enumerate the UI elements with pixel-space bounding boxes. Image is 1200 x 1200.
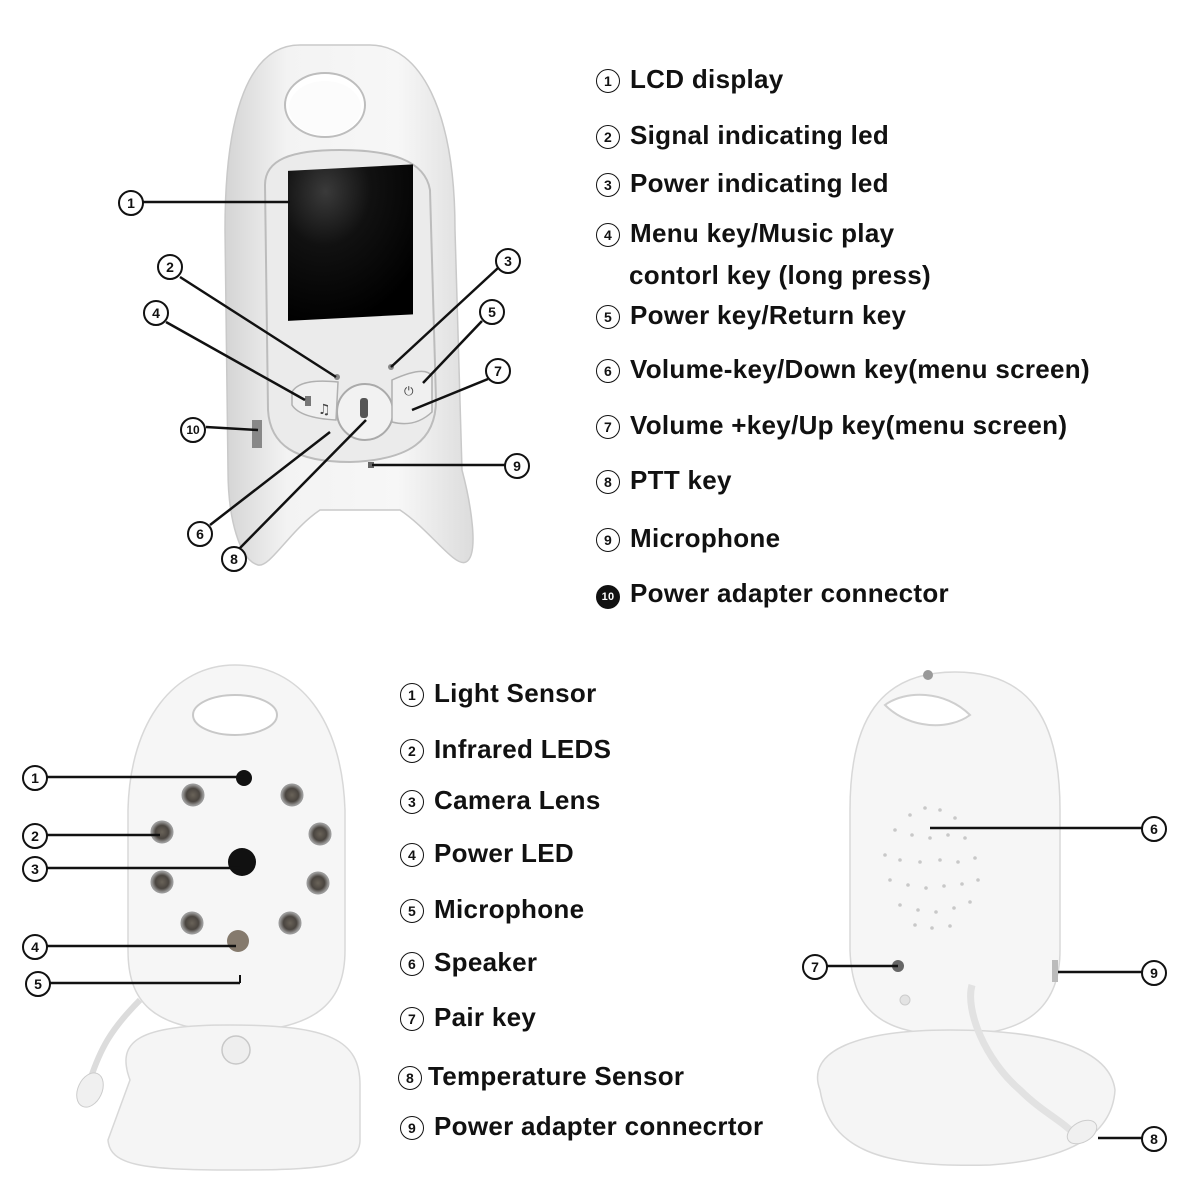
callout-parent-5: 5 [479,299,505,325]
legend-item: 4 Power LED [400,838,574,869]
legend-label: Pair key [434,1002,537,1032]
legend-label: Power key/Return key [630,300,907,330]
callout-camera-4: 4 [22,934,48,960]
legend-number: 8 [596,470,620,494]
legend-item: 7 Volume +key/Up key(menu screen) [596,410,1067,441]
callout-camera-7: 7 [802,954,828,980]
callout-parent-1: 1 [118,190,144,216]
legend-number: 4 [400,843,424,867]
legend-label: Power LED [434,838,574,868]
legend-number: 2 [400,739,424,763]
callout-parent-6: 6 [187,521,213,547]
legend-item: 2 Signal indicating led [596,120,889,151]
legend-item: 6 Volume-key/Down key(menu screen) [596,354,1090,385]
legend-number: 7 [596,415,620,439]
legend-number: 3 [596,173,620,197]
callout-camera-5: 5 [25,971,51,997]
legend-item: 3 Camera Lens [400,785,601,816]
legend-item: 4 Menu key/Music play [596,218,894,249]
legend-number: 4 [596,223,620,247]
legend-item: 1 Light Sensor [400,678,597,709]
legend-number: 2 [596,125,620,149]
legend-item: 10 Power adapter connector [596,578,949,609]
legend-item: 6 Speaker [400,947,537,978]
legend-label: Signal indicating led [630,120,890,150]
camera-unit-front [76,664,361,1171]
legend-label: LCD display [630,64,784,94]
legend-label: Volume-key/Down key(menu screen) [630,354,1090,384]
callout-camera-9: 9 [1141,960,1167,986]
legend-label: Infrared LEDS [434,734,612,764]
legend-item: 5 Microphone [400,894,584,925]
legend-label: Menu key/Music play [630,218,895,248]
legend-number: 5 [596,305,620,329]
legend-number: 9 [596,528,620,552]
callout-parent-8: 8 [221,546,247,572]
callout-parent-2: 2 [157,254,183,280]
callout-camera-3: 3 [22,856,48,882]
legend-item-continuation: contorl key (long press) [629,260,931,291]
legend-label: Camera Lens [434,785,601,815]
callout-parent-9: 9 [504,453,530,479]
legend-label: Power adapter connector [630,578,949,608]
legend-label: Volume +key/Up key(menu screen) [630,410,1068,440]
legend-number: 6 [400,952,424,976]
legend-label: Light Sensor [434,678,597,708]
callout-camera-2: 2 [22,823,48,849]
legend-label: Microphone [434,894,585,924]
legend-number: 8 [398,1066,422,1090]
svg-text:♫: ♫ [318,402,331,418]
parent-unit: ♫ ⏻ [224,44,474,566]
legend-number: 10 [596,585,620,609]
legend-number: 1 [596,69,620,93]
leader-lines [47,200,1142,1140]
callout-parent-7: 7 [485,358,511,384]
callout-parent-10: 10 [180,417,206,443]
legend-item: 3 Power indicating led [596,168,889,199]
legend-item: 7 Pair key [400,1002,536,1033]
legend-label: Microphone [630,523,781,553]
legend-item: 9 Microphone [596,523,780,554]
legend-number: 6 [596,359,620,383]
legend-number: 5 [400,899,424,923]
legend-item: 5 Power key/Return key [596,300,906,331]
legend-number: 7 [400,1007,424,1031]
callout-camera-8: 8 [1141,1126,1167,1152]
svg-text:⏻: ⏻ [404,384,414,398]
callout-camera-1: 1 [22,765,48,791]
callout-parent-3: 3 [495,248,521,274]
legend-item: 1 LCD display [596,64,784,95]
legend-label: contorl key (long press) [629,260,931,290]
callout-camera-6: 6 [1141,816,1167,842]
legend-number: 3 [400,790,424,814]
legend-number: 9 [400,1116,424,1140]
legend-label: Power indicating led [630,168,889,198]
legend-item: 2 Infrared LEDS [400,734,611,765]
legend-item: 9 Power adapter connecrtor [400,1111,763,1142]
legend-item: 8 PTT key [596,465,732,496]
legend-label: Speaker [434,947,538,977]
legend-label: Temperature Sensor [428,1061,685,1091]
callout-parent-4: 4 [143,300,169,326]
camera-unit-back [817,670,1116,1167]
legend-label: PTT key [630,465,732,495]
legend-label: Power adapter connecrtor [434,1111,764,1141]
lcd-screen [288,164,413,321]
legend-number: 1 [400,683,424,707]
